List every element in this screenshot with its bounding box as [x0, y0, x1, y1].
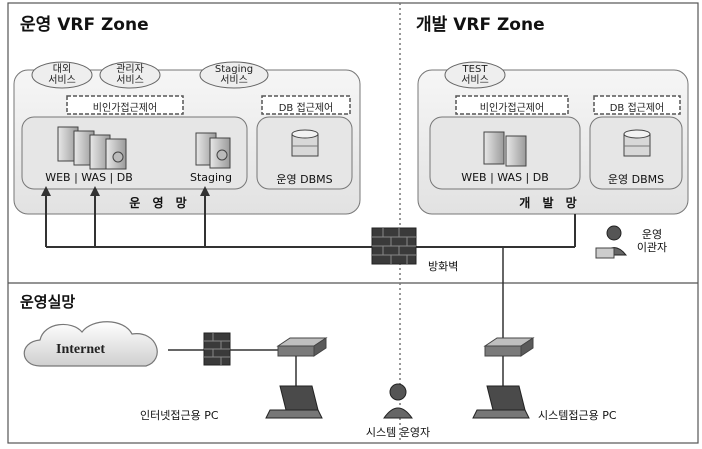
ops-db-access-label: DB 접근제어 [278, 103, 334, 114]
ops-dbms-label: 운영 DBMS [276, 173, 333, 186]
dev-network-label: 개 발 망 [519, 196, 581, 210]
outer-frame [7, 2, 699, 444]
dev-server-box [429, 116, 581, 190]
dev-servers-label: WEB | WAS | DB [461, 171, 549, 184]
firewall-icon [371, 227, 417, 265]
database-icon [291, 129, 319, 157]
dev-database-icon [623, 129, 651, 157]
ops-service-ellipse-3 [199, 61, 269, 89]
internet-cloud-icon [23, 321, 158, 367]
sys-operator-label: 시스템 운영자 [365, 426, 431, 439]
ops-network-label: 운 영 망 [129, 196, 191, 210]
dev-db-access-label: DB 접근제어 [609, 103, 665, 114]
dev-db-access-box [593, 95, 681, 115]
staging-server-icon [195, 132, 231, 169]
dev-vrf-zone-title: 개발 VRF Zone [416, 15, 545, 35]
dev-dbms-label: 운영 DBMS [607, 173, 665, 186]
laptop-icon-right [472, 385, 530, 419]
ops-service-ellipse-2 [99, 61, 161, 89]
firewall-label: 방화벽 [428, 260, 459, 273]
dev-access-control-box [455, 95, 569, 115]
internet-pc-label: 인터넷접근용 PC [140, 409, 219, 422]
small-firewall-icon [203, 332, 231, 366]
sys-pc-label: 시스템접근용 PC [538, 409, 617, 422]
arrow-heads [41, 186, 210, 196]
ops-real-network-title: 운영실망 [20, 293, 76, 311]
ops-access-control-box [66, 95, 184, 115]
internet-label: Internet [56, 342, 105, 357]
ops-vrf-zone-title: 운영 VRF Zone [20, 15, 149, 35]
ops-connectors [45, 190, 576, 248]
ops-staging-label: Staging [189, 171, 233, 184]
dev-server-icon [483, 131, 527, 167]
laptop-icon-left [265, 385, 323, 419]
switch-icon-right [483, 337, 535, 357]
ops-service-ellipse-1 [31, 61, 93, 89]
ops-db-access-box [261, 95, 351, 115]
ops-servers-label: WEB | WAS | DB [45, 171, 133, 184]
ops-access-control-label: 비인가접근제어 [92, 103, 158, 114]
dev-service-ellipse [444, 61, 506, 89]
person-icon-transfer [595, 225, 628, 259]
switch-icon-left [276, 337, 328, 357]
person-icon-operator [383, 383, 413, 419]
server-icon [57, 126, 127, 170]
dev-access-control-label: 비인가접근제어 [479, 103, 545, 114]
